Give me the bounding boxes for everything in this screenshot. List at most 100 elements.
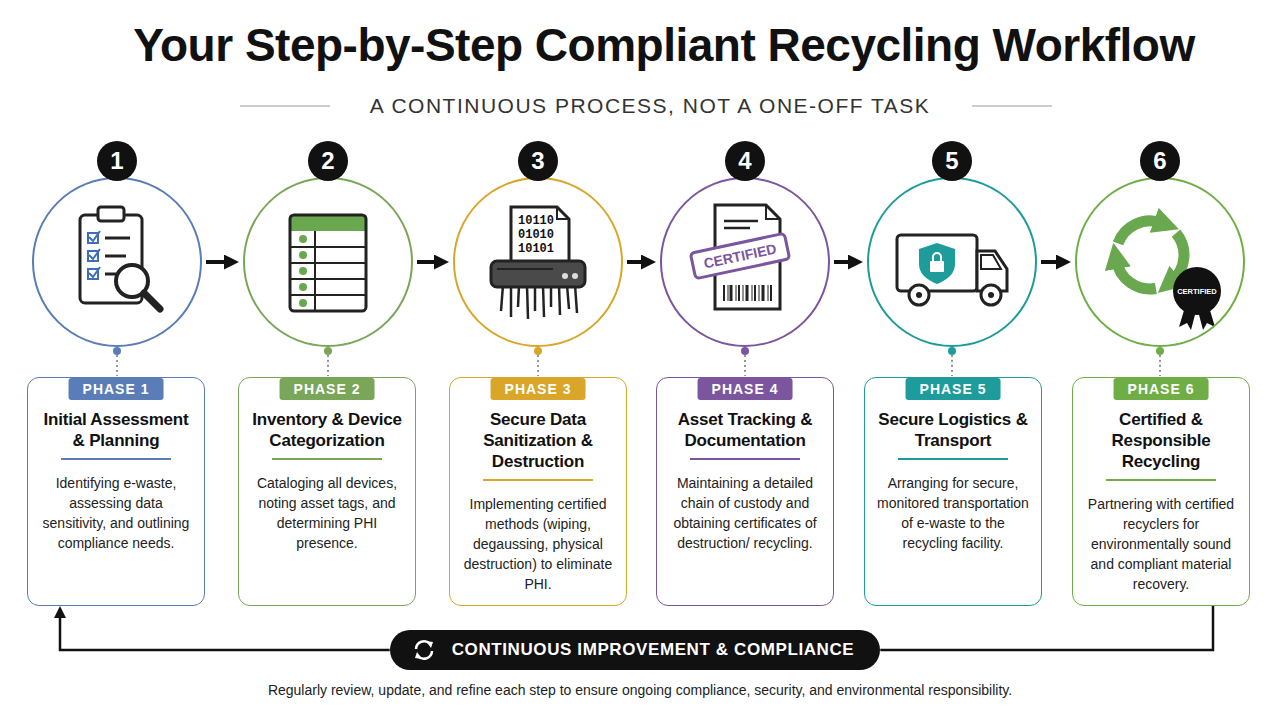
phase-tag: PHASE 2 xyxy=(280,378,375,400)
shredder-icon xyxy=(567,285,569,309)
truck-icon xyxy=(988,292,994,298)
ring-outline xyxy=(1076,178,1244,346)
certificate-icon xyxy=(752,285,753,301)
ring-outline xyxy=(32,177,202,347)
phase-heading: Secure Data Sanitization & Destruction xyxy=(458,409,618,472)
spreadsheet-icon xyxy=(299,267,307,275)
phase-card: PHASE 5Secure Logistics & TransportArran… xyxy=(864,377,1042,606)
connector-dot xyxy=(534,347,542,355)
clipboard-icon xyxy=(89,231,100,241)
phase-heading: Inventory & Device Categorization xyxy=(247,409,407,451)
step-circle: 1 xyxy=(32,177,202,347)
cycle-icon xyxy=(415,652,422,659)
step-circle: 2 xyxy=(243,177,413,347)
truck-icon xyxy=(930,261,944,272)
shredder-icon xyxy=(510,285,513,317)
phase-description: Cataloging all devices, noting asset tag… xyxy=(247,473,407,553)
heading-underline xyxy=(1106,479,1216,481)
spreadsheet-icon xyxy=(290,262,366,264)
step-number: 3 xyxy=(518,141,558,181)
step-circle: 4CERTIFIED xyxy=(660,177,830,347)
phase-card: PHASE 1Initial Assessment & PlanningIden… xyxy=(27,377,205,606)
step-number: 1 xyxy=(97,141,137,181)
dotted-connector xyxy=(1159,355,1161,376)
flow-arrow xyxy=(627,260,641,264)
spreadsheet-icon xyxy=(290,215,366,311)
dotted-connector xyxy=(744,355,746,376)
spreadsheet-icon xyxy=(290,294,366,296)
shredder-icon xyxy=(491,207,585,319)
certificate-icon xyxy=(690,233,789,278)
spreadsheet-icon xyxy=(290,278,366,280)
cycle-icon xyxy=(426,641,433,648)
shredder-icon xyxy=(557,207,569,219)
connector-dot xyxy=(741,347,749,355)
connector-dot xyxy=(1156,347,1164,355)
spreadsheet-icon xyxy=(290,246,366,248)
clipboard-icon xyxy=(105,273,116,276)
loop-label: CONTINUOUS IMPROVEMENT & COMPLIANCE xyxy=(452,640,855,659)
phase-description: Implementing certified methods (wiping, … xyxy=(458,494,618,594)
dotted-connector xyxy=(537,355,539,376)
connector-dot xyxy=(113,347,121,355)
truck-icon xyxy=(919,243,955,284)
certificate-icon xyxy=(746,285,749,301)
certificate-icon xyxy=(690,205,789,309)
shredder-icon xyxy=(575,285,577,313)
certificate-icon xyxy=(728,285,729,301)
shredder-icon xyxy=(559,285,560,315)
dotted-connector xyxy=(951,355,953,376)
shredder-icon xyxy=(572,273,578,279)
certificate-icon xyxy=(723,285,725,301)
step-circle: 5 xyxy=(867,177,1037,347)
title: Your Step-by-Step Compliant Recycling Wo… xyxy=(133,16,1195,74)
shredder-icon xyxy=(562,273,568,279)
spreadsheet-icon xyxy=(290,215,366,231)
step-circle: 6CERTIFIED xyxy=(1075,177,1245,347)
certificate-icon xyxy=(724,220,758,223)
certificate-icon xyxy=(759,285,760,301)
truck-icon xyxy=(933,253,941,261)
certificate-icon xyxy=(766,205,780,219)
heading-underline xyxy=(483,479,593,481)
shredder-icon xyxy=(543,285,544,317)
icon-text: CERTIFIED xyxy=(702,240,778,271)
step-number: 5 xyxy=(932,141,972,181)
truck-icon xyxy=(981,285,1001,305)
recycle-icon xyxy=(1117,261,1156,289)
step-circle: 310110 01010 10101 xyxy=(453,177,623,347)
ring-outline xyxy=(244,178,412,346)
phase-heading: Initial Assessment & Planning xyxy=(36,409,196,451)
clipboard-icon xyxy=(89,267,100,277)
shredder-icon xyxy=(497,268,553,270)
certificate-icon xyxy=(768,285,769,301)
subtitle-rule xyxy=(972,105,1052,106)
heading-underline xyxy=(272,458,382,460)
connector-dot xyxy=(948,347,956,355)
clipboard-icon xyxy=(98,207,124,221)
recycle-icon xyxy=(1117,221,1222,330)
certificate-icon xyxy=(754,285,756,301)
shredder-icon xyxy=(491,261,585,287)
ring-outline xyxy=(661,178,829,346)
clipboard-icon xyxy=(89,249,100,259)
truck-icon xyxy=(916,292,922,298)
loop-pill: CONTINUOUS IMPROVEMENT & COMPLIANCE xyxy=(390,630,881,670)
spreadsheet-icon xyxy=(290,215,366,311)
phase-heading: Certified & Responsible Recycling xyxy=(1081,409,1241,472)
ring-outline xyxy=(867,177,1037,347)
clipboard-icon xyxy=(105,255,126,258)
phase-tag: PHASE 1 xyxy=(69,378,164,400)
truck-icon xyxy=(897,235,1007,305)
shredder-icon xyxy=(534,285,537,311)
dotted-connector xyxy=(327,355,329,376)
heading-underline xyxy=(898,458,1008,460)
clipboard-icon xyxy=(144,293,160,309)
spreadsheet-icon xyxy=(299,235,307,243)
step-number: 2 xyxy=(308,141,348,181)
step-number: 6 xyxy=(1140,141,1180,181)
shredder-icon xyxy=(527,285,528,319)
certificate-icon xyxy=(743,285,744,301)
phase-card: PHASE 2 Inventory & Device Categorization… xyxy=(238,377,416,606)
recycle-icon xyxy=(1173,267,1221,315)
